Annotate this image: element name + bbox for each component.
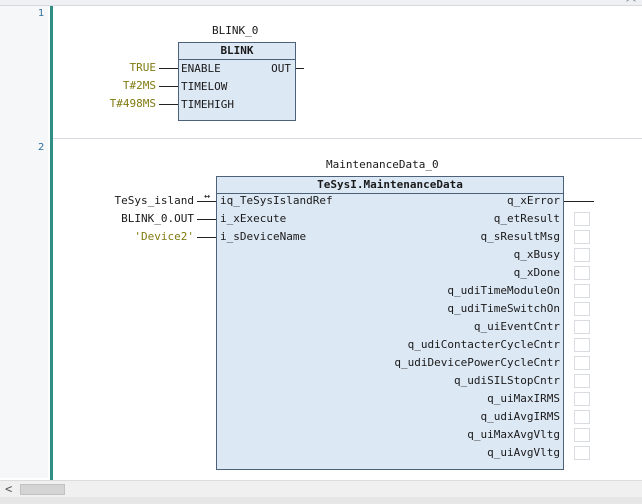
output-connection-slot[interactable] — [574, 212, 590, 226]
blink-function-block[interactable]: BLINK ENABLE TIMELOW TIMEHIGH OUT — [178, 42, 296, 121]
blink-pin-out[interactable]: OUT — [271, 62, 291, 75]
blink-arg-timehigh[interactable]: T#498MS — [109, 97, 156, 110]
scrollbar-thumb[interactable] — [20, 484, 65, 495]
blink-arg-timelow[interactable]: T#2MS — [122, 79, 156, 92]
blink-block-type: BLINK — [220, 44, 254, 57]
maint-output-pin[interactable]: q_uiEventCntr — [473, 320, 560, 333]
output-connection-slot[interactable] — [574, 284, 590, 298]
output-connection-slot[interactable] — [574, 248, 590, 262]
maint-output-pin[interactable]: q_xBusy — [513, 248, 560, 261]
output-connection-slot[interactable] — [574, 266, 590, 280]
blink-pin-timelow[interactable]: TIMELOW — [181, 80, 228, 93]
blink-pin-enable[interactable]: ENABLE — [181, 62, 221, 75]
output-connection-slot[interactable] — [574, 374, 590, 388]
blink-arg-enable[interactable]: TRUE — [129, 61, 157, 74]
inout-connector-icon: ↔ — [204, 191, 211, 202]
maint-pin-execute[interactable]: i_xExecute — [220, 212, 287, 225]
maint-pin-devicename[interactable]: i_sDeviceName — [220, 230, 307, 243]
maint-output-pin[interactable]: q_xError — [507, 194, 560, 207]
maint-output-pin[interactable]: q_sResultMsg — [480, 230, 560, 243]
collapse-icon[interactable]: ︿ — [626, 0, 636, 4]
network-number-1[interactable]: 1 — [38, 8, 45, 19]
output-connection-slot[interactable] — [574, 392, 590, 406]
line-number-gutter — [0, 6, 48, 478]
horizontal-scrollbar[interactable]: < — [0, 480, 642, 498]
maint-output-pin[interactable]: q_uiMaxIRMS — [487, 392, 560, 405]
maint-output-pin[interactable]: q_udiTimeModuleOn — [447, 284, 560, 297]
blink-instance-name[interactable]: BLINK_0 — [212, 24, 259, 37]
maint-output-pin[interactable]: q_uiAvgVltg — [487, 446, 560, 459]
wire — [296, 68, 304, 69]
editor-top-bar: ︿ — [0, 0, 642, 6]
wire — [159, 104, 178, 105]
network-separator — [53, 138, 642, 139]
maint-output-pin[interactable]: q_udiDevicePowerCycleCntr — [394, 356, 560, 369]
maint-block-type: TeSysI.MaintenanceData — [317, 178, 463, 191]
output-connection-slot[interactable] — [574, 410, 590, 424]
output-connection-slot[interactable] — [574, 302, 590, 316]
wire — [197, 219, 216, 220]
maint-output-pin[interactable]: q_udiTimeSwitchOn — [447, 302, 560, 315]
output-connection-slot[interactable] — [574, 320, 590, 334]
scroll-left-icon[interactable]: < — [5, 482, 13, 496]
output-connection-slot[interactable] — [574, 338, 590, 352]
output-connection-slot[interactable] — [574, 446, 590, 460]
bottom-strip — [0, 497, 642, 504]
output-connection-slot[interactable] — [574, 230, 590, 244]
maint-instance-name[interactable]: MaintenanceData_0 — [326, 158, 439, 171]
maintenance-function-block[interactable]: TeSysI.MaintenanceData — [216, 176, 564, 470]
maint-output-pin[interactable]: q_udiAvgIRMS — [480, 410, 560, 423]
maint-arg-devicename[interactable]: 'Device2' — [134, 230, 194, 243]
wire — [564, 201, 594, 202]
network-number-2[interactable]: 2 — [38, 142, 45, 153]
wire — [159, 68, 178, 69]
blink-pin-timehigh[interactable]: TIMEHIGH — [181, 98, 234, 111]
wire — [159, 86, 178, 87]
output-connection-slot[interactable] — [574, 428, 590, 442]
maint-pin-island[interactable]: iq_TeSysIslandRef — [220, 194, 333, 207]
network-rail — [50, 6, 53, 480]
maint-output-pin[interactable]: q_udiSILStopCntr — [454, 374, 560, 387]
block-header-divider — [217, 193, 563, 194]
output-connection-slot[interactable] — [574, 356, 590, 370]
maint-output-pin[interactable]: q_uiMaxAvgVltg — [467, 428, 560, 441]
wire — [197, 201, 216, 202]
block-header-divider — [179, 59, 295, 60]
maint-output-pin[interactable]: q_xDone — [513, 266, 560, 279]
maint-arg-execute[interactable]: BLINK_0.OUT — [121, 212, 194, 225]
wire — [197, 237, 216, 238]
maint-output-pin[interactable]: q_udiContacterCycleCntr — [407, 338, 560, 351]
maint-arg-island[interactable]: TeSys_island — [114, 194, 194, 207]
maint-output-pin[interactable]: q_etResult — [493, 212, 560, 225]
